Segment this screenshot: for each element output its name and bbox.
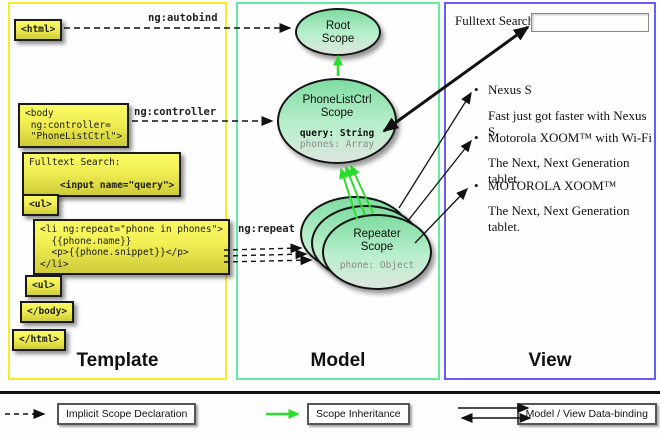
legend-separator: [0, 391, 660, 394]
phonelistctrl-props-wrap: query: String phones: Array: [279, 128, 395, 150]
repeater-title-wrap: Repeater Scope: [324, 228, 430, 254]
legend-implicit-scope-declaration: Implicit Scope Declaration: [57, 403, 197, 425]
code-body-close: </body>: [20, 301, 75, 323]
phonelistctrl-scope-title: PhoneListCtrl Scope: [302, 94, 372, 119]
code-html-close: </html>: [12, 329, 67, 351]
view-column-label: View: [528, 350, 572, 371]
root-scope-ellipse: Root Scope: [295, 8, 381, 56]
bullet-icon: •: [474, 130, 479, 145]
fulltext-search-input[interactable]: [531, 13, 649, 32]
model-column: Model: [236, 2, 440, 380]
code-html-open: <html>: [14, 19, 63, 41]
legend-scope-inheritance: Scope Inheritance: [307, 403, 410, 425]
repeater-scope-ellipse-front: Repeater Scope phone: Object: [322, 214, 432, 290]
ng-controller-label: ng:controller: [134, 106, 217, 118]
repeater-scope-title: Repeater Scope: [353, 228, 401, 253]
view-item-title: Nexus S: [488, 82, 532, 97]
root-scope-title: Root Scope: [321, 20, 355, 45]
phone-property: phone: Object: [339, 260, 415, 271]
model-column-label: Model: [310, 350, 366, 371]
ng-repeat-label: ng:repeat: [238, 223, 295, 235]
code-li-repeat: <li ng:repeat="phone in phones"> {{phone…: [33, 219, 231, 275]
code-fulltext-label: Fulltext Search:: [29, 157, 121, 168]
view-item-desc: The Next, Next Generation tablet.: [488, 203, 630, 234]
code-input-tag: <input name="query">: [59, 180, 175, 191]
code-fulltext-search: Fulltext Search: <input name="query">: [22, 152, 182, 197]
ng-autobind-label: ng:autobind: [148, 12, 218, 24]
view-item-title: MOTOROLA XOOM™: [488, 178, 617, 193]
code-body-open: <body ng:controller= "PhoneListCtrl">: [18, 103, 130, 148]
code-ul-open: <ul>: [22, 194, 59, 216]
legend-model-view-data-binding: Model / View Data-binding: [516, 403, 657, 425]
bullet-icon: •: [474, 82, 479, 97]
template-column-label: Template: [76, 350, 159, 371]
repeater-props-wrap: phone: Object: [324, 260, 430, 271]
phonelistctrl-title-wrap: PhoneListCtrl Scope: [279, 94, 395, 120]
view-item-title: Motorola XOOM™ with Wi-Fi: [488, 130, 653, 145]
code-ul-close: <ul>: [25, 275, 62, 297]
phonelistctrl-scope-ellipse: PhoneListCtrl Scope query: String phones…: [277, 78, 397, 164]
phones-property: phones: Array: [299, 139, 375, 150]
bullet-icon: •: [474, 178, 479, 193]
root-scope-title-wrap: Root Scope: [297, 20, 379, 46]
view-fulltext-search-label: Fulltext Search:: [455, 13, 538, 28]
query-property: query: String: [299, 128, 375, 139]
view-item-desc: The Next, Next Generation tablet.: [488, 155, 630, 186]
